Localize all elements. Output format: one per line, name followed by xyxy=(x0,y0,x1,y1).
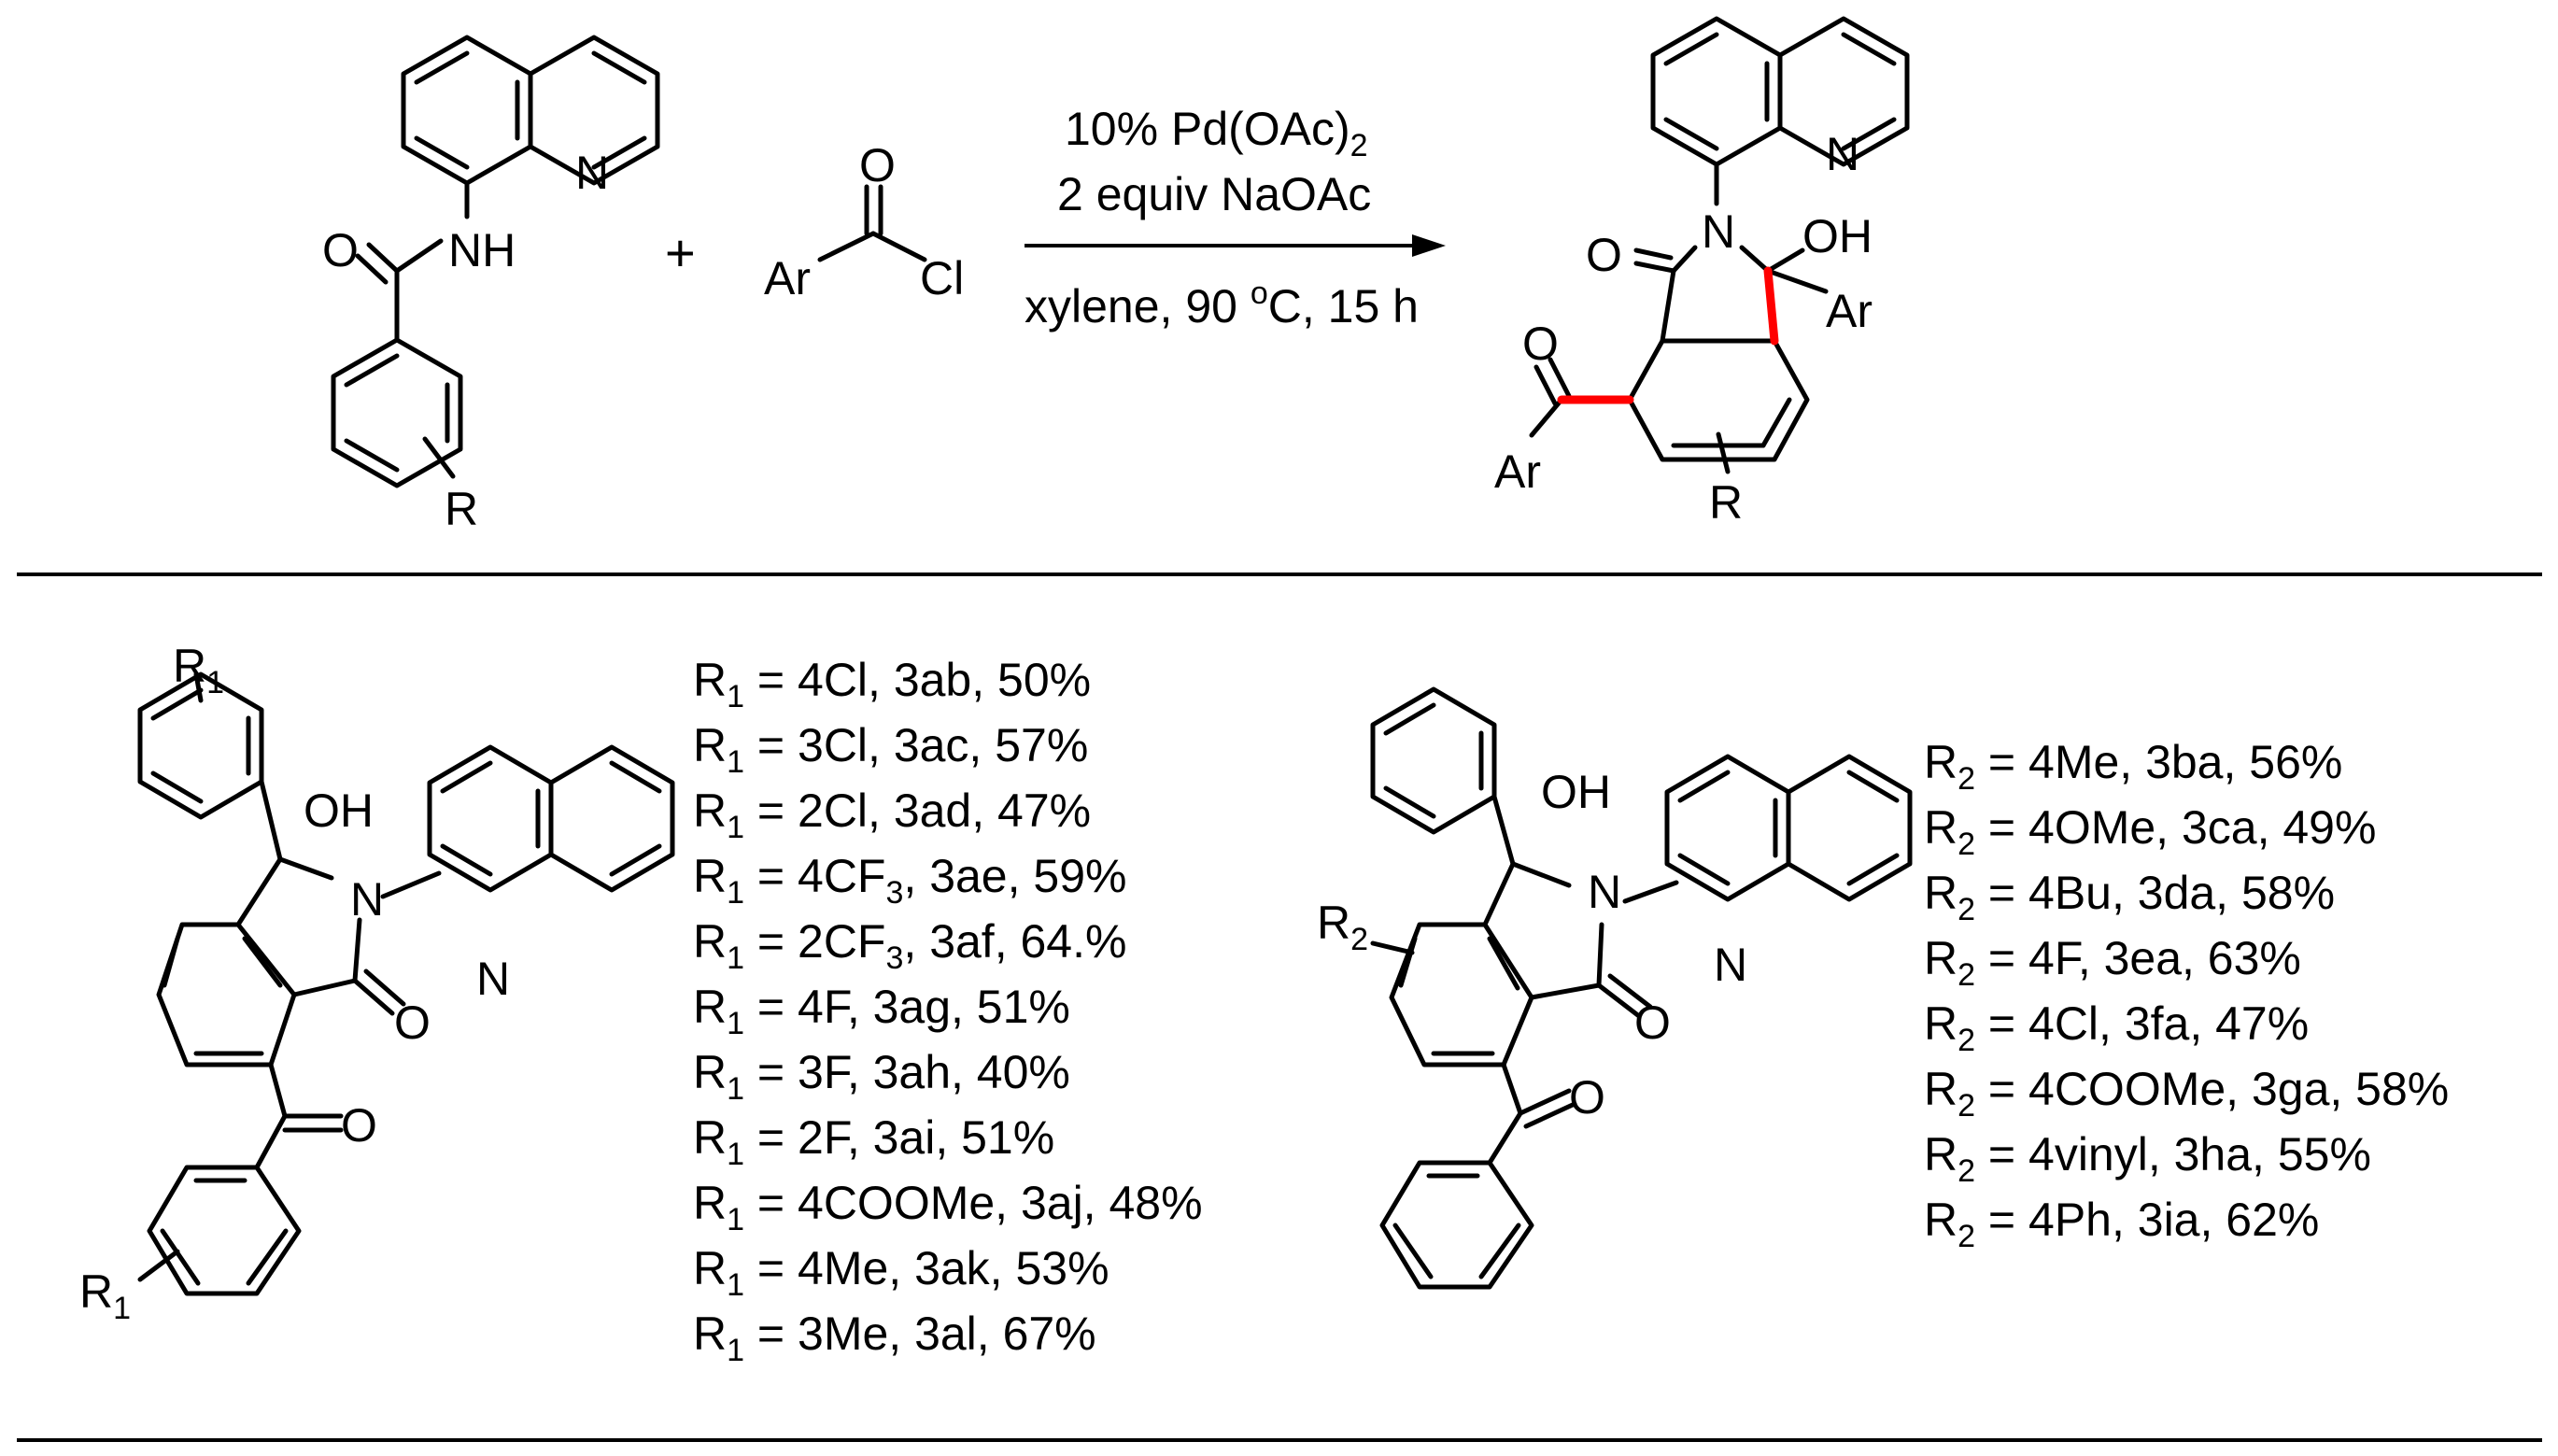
left-entry-10: R1 = 4Me, 3ak, 53% xyxy=(693,1242,1109,1303)
left-entry-3: R1 = 2Cl, 3ad, 47% xyxy=(693,785,1091,845)
left-R1-top-bond xyxy=(193,671,204,703)
left-entry-1: R1 = 4Cl, 3ab, 50% xyxy=(693,654,1091,714)
right-entry-8: R2 = 4Ph, 3ia, 62% xyxy=(1924,1194,2319,1254)
right-isoindolinone xyxy=(1389,861,1653,1067)
right-ketone-CO-bond-2 xyxy=(1523,1101,1577,1129)
product-ketone-Ar-bond xyxy=(1529,397,1564,438)
right-R2-bond xyxy=(1370,940,1415,955)
right-entry-3: R2 = 4Bu, 3da, 58% xyxy=(1924,867,2335,927)
product-isoindolinone xyxy=(1627,245,1810,462)
left-O-ketone-label: O xyxy=(341,1099,377,1152)
left-entry-11: R1 = 3Me, 3al, 67% xyxy=(693,1308,1096,1368)
right-N-quinoline-bond xyxy=(1622,880,1679,904)
right-ketone-CO-bond-1 xyxy=(1518,1088,1572,1116)
left-bottom-aryl-ring xyxy=(147,1165,302,1296)
left-entry-2: R1 = 3Cl, 3ac, 57% xyxy=(693,719,1088,780)
right-ketone-bond xyxy=(1501,1062,1523,1116)
acyl-chloride-Ar-label: Ar xyxy=(764,252,811,304)
substrate-O-label: O xyxy=(322,224,359,276)
left-entry-4: R1 = 4CF3, 3ae, 59% xyxy=(693,850,1126,911)
right-series-structure: OH N O N O R2 xyxy=(1317,686,1913,1290)
catalyst-label: 10% Pd(OAc)2 xyxy=(1065,103,1368,163)
left-entry-7: R1 = 3F, 3ah, 40% xyxy=(693,1046,1070,1107)
substrate-NH-label: NH xyxy=(448,224,516,276)
left-R1-top-label: R1 xyxy=(173,640,224,700)
right-bottom-phenyl-ring xyxy=(1379,1160,1534,1290)
acyl-chloride-Cl-label: Cl xyxy=(920,252,964,304)
substrate-N-ring-label: N xyxy=(575,147,609,199)
left-OH-label: OH xyxy=(304,785,374,837)
right-N-amide-label: N xyxy=(1588,866,1621,918)
acyl-chloride-Cl-bond xyxy=(870,231,927,262)
right-O-amide-label: O xyxy=(1634,997,1671,1049)
right-OH-label: OH xyxy=(1541,766,1611,818)
right-entry-5: R2 = 4Cl, 3fa, 47% xyxy=(1924,997,2309,1058)
left-N-quinoline-bond xyxy=(380,870,442,899)
left-ketone-bond xyxy=(268,1062,288,1119)
left-entry-5: R1 = 2CF3, 3af, 64.% xyxy=(693,915,1126,976)
product-N-amide-label: N xyxy=(1702,205,1735,258)
substrate-R-bond xyxy=(422,436,456,479)
product-Ar-label: Ar xyxy=(1826,285,1873,337)
left-isoindolinone xyxy=(156,856,406,1067)
product-Ar-ketone-label: Ar xyxy=(1494,445,1541,498)
right-entry-6: R2 = 4COOMe, 3ga, 58% xyxy=(1924,1063,2449,1124)
left-top-aryl-ring xyxy=(137,671,264,820)
product-Ar-bond xyxy=(1765,268,1829,294)
left-entry-6: R1 = 4F, 3ag, 51% xyxy=(693,981,1070,1041)
right-entry-4: R2 = 4F, 3ea, 63% xyxy=(1924,932,2301,993)
product-O-amide-label: O xyxy=(1586,229,1622,281)
left-R1-bottom-bond xyxy=(137,1249,180,1282)
left-entry-9: R1 = 4COOMe, 3aj, 48% xyxy=(693,1177,1203,1237)
left-series-structure: R1 OH N O N O R1 xyxy=(79,640,675,1326)
substrate-R-label: R xyxy=(445,483,478,535)
left-R1-bottom-label: R1 xyxy=(79,1265,131,1326)
substrate-amide-bond xyxy=(394,238,444,274)
right-phenyl-carbinol-bond xyxy=(1491,794,1516,867)
right-entry-2: R2 = 4OMe, 3ca, 49% xyxy=(1924,801,2376,862)
left-N-amide-label: N xyxy=(350,873,384,926)
solvent-temperature-time-label: xylene, 90 oC, 15 h xyxy=(1025,276,1419,332)
acyl-chloride-O-label: O xyxy=(859,139,896,191)
reaction-arrow xyxy=(1025,234,1446,257)
substrate-carbonyl-bond-1 xyxy=(366,242,400,274)
left-entry-8: R1 = 2F, 3ai, 51% xyxy=(693,1111,1054,1172)
right-O-ketone-label: O xyxy=(1569,1071,1605,1124)
product-R-label: R xyxy=(1709,476,1743,529)
product-ketone-CO-bond-2 xyxy=(1548,357,1572,399)
substrate-quinoline xyxy=(401,35,660,186)
product-quinoline xyxy=(1650,16,1910,167)
right-R2-label: R2 xyxy=(1317,897,1368,957)
acyl-chloride-structure: O Ar Cl xyxy=(764,139,964,304)
product-N-ring-label: N xyxy=(1826,128,1859,180)
right-entry-1: R2 = 4Me, 3ba, 56% xyxy=(1924,736,2342,797)
right-entry-7: R2 = 4vinyl, 3ha, 55% xyxy=(1924,1128,2371,1189)
substrate-benzene-ring xyxy=(331,337,463,488)
substrate-carbonyl-bond-2 xyxy=(355,253,389,285)
left-aryl-carbinol-bond xyxy=(259,779,283,862)
left-O-amide-label: O xyxy=(394,997,431,1049)
product-new-CC-bond-carbinol xyxy=(1763,266,1779,346)
acyl-chloride-Ar-bond xyxy=(817,231,876,262)
product-R-bond xyxy=(1716,431,1731,474)
substrate-structure: N O NH R xyxy=(322,35,660,535)
product-ketone-CO-bond-1 xyxy=(1533,364,1558,406)
left-N-ring-label: N xyxy=(476,953,510,1005)
left-quinoline xyxy=(427,744,675,893)
right-N-ring-label: N xyxy=(1714,939,1747,991)
product-O-ketone-label: O xyxy=(1522,318,1559,370)
right-ketone-phenyl-bond xyxy=(1487,1110,1523,1166)
product-structure: N N O OH Ar O Ar R xyxy=(1494,16,1910,529)
plus-sign: + xyxy=(665,223,696,282)
right-top-phenyl-ring xyxy=(1370,686,1497,835)
left-series-entries: R1 = 4Cl, 3ab, 50%R1 = 3Cl, 3ac, 57%R1 =… xyxy=(693,654,1203,1368)
right-series-entries: R2 = 4Me, 3ba, 56%R2 = 4OMe, 3ca, 49%R2 … xyxy=(1924,736,2449,1254)
product-OH-label: OH xyxy=(1802,210,1873,262)
left-ketone-aryl-bond xyxy=(254,1113,288,1170)
base-label: 2 equiv NaOAc xyxy=(1057,168,1371,220)
right-quinoline xyxy=(1664,754,1913,902)
product-OH-bond xyxy=(1765,247,1805,274)
